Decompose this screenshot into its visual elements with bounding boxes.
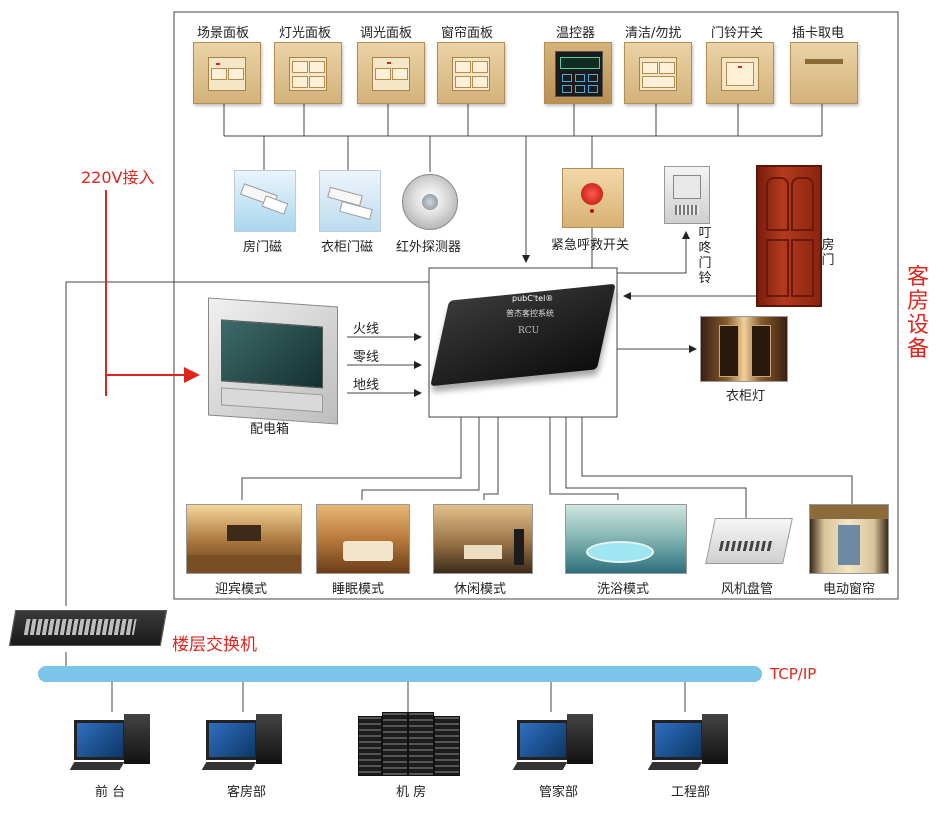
doorbell-icon xyxy=(664,166,710,224)
sleep-mode-label: 睡眠模式 xyxy=(332,582,385,597)
electric-curtain-label: 电动窗帘 xyxy=(823,582,876,597)
power-input-label: 220V接入 xyxy=(81,168,155,187)
floor-switch-label: 楼层交换机 xyxy=(172,635,257,655)
distribution-box-icon xyxy=(208,297,338,425)
wardrobe-magnet-icon xyxy=(319,170,381,232)
doorbell-switch-icon xyxy=(706,42,774,104)
room-door-label: 房门 xyxy=(821,238,835,268)
curtain-panel-icon xyxy=(437,42,505,104)
distribution-box-label: 配电箱 xyxy=(250,422,290,437)
room-equipment-title: 客房 设备 xyxy=(906,265,929,362)
leisure-mode-label: 休闲模式 xyxy=(454,582,507,597)
engineering-label: 工程部 xyxy=(671,785,711,800)
room-frame xyxy=(173,11,899,600)
front-desk-computer-icon xyxy=(69,714,156,776)
butler-label: 管家部 xyxy=(539,785,579,800)
butler-computer-icon xyxy=(512,714,599,776)
card-power-label: 插卡取电 xyxy=(792,26,845,41)
door-magnet-icon xyxy=(234,170,296,232)
emergency-switch-label: 紧急呼救开关 xyxy=(551,238,630,253)
rcu-system-name: 普杰客控系统 xyxy=(506,309,554,318)
sleep-mode-image xyxy=(316,504,410,574)
live-wire-label: 火线 xyxy=(353,322,380,337)
clean-dnd-label: 清洁/勿扰 xyxy=(625,26,682,41)
thermostat-label: 温控器 xyxy=(556,26,596,41)
floor-switch-icon xyxy=(8,610,168,646)
door-magnet-label: 房门磁 xyxy=(243,240,283,255)
ir-detector-icon xyxy=(402,174,458,230)
doorbell-label: 叮咚 门铃 xyxy=(698,226,712,286)
ground-wire-label: 地线 xyxy=(353,378,380,393)
housekeeping-label: 客房部 xyxy=(227,785,267,800)
fan-coil-label: 风机盘管 xyxy=(721,582,774,597)
front-desk-label: 前 台 xyxy=(95,785,126,800)
rcu-controller-icon: pubC'tel® 普杰客控系统 RCU xyxy=(430,282,616,404)
scene-panel-label: 场景面板 xyxy=(197,26,250,41)
card-power-icon xyxy=(790,42,858,104)
ir-detector-label: 红外探测器 xyxy=(396,240,462,255)
leisure-mode-image xyxy=(433,504,533,574)
electric-curtain-image xyxy=(809,504,889,574)
housekeeping-computer-icon xyxy=(201,714,288,776)
room-door-icon xyxy=(756,165,822,307)
light-panel-label: 灯光面板 xyxy=(279,26,332,41)
wardrobe-light-image xyxy=(700,316,788,382)
thermostat-icon xyxy=(544,42,612,104)
scene-panel-icon xyxy=(193,42,261,104)
bath-mode-image xyxy=(565,504,687,574)
server-room-icon xyxy=(358,712,462,778)
light-panel-icon xyxy=(274,42,342,104)
dimmer-panel-label: 调光面板 xyxy=(360,26,413,41)
tcpip-bus xyxy=(38,666,762,682)
dimmer-panel-icon xyxy=(357,42,425,104)
curtain-panel-label: 窗帘面板 xyxy=(441,26,494,41)
tcpip-label: TCP/IP xyxy=(770,665,817,683)
welcome-mode-image xyxy=(186,504,302,574)
neutral-wire-label: 零线 xyxy=(353,350,380,365)
bath-mode-label: 洗浴模式 xyxy=(597,582,650,597)
emergency-switch-icon xyxy=(562,168,624,228)
wardrobe-light-label: 衣柜灯 xyxy=(726,389,766,404)
rcu-brand: pubC'tel® xyxy=(512,294,554,303)
engineering-computer-icon xyxy=(647,714,734,776)
welcome-mode-label: 迎宾模式 xyxy=(215,582,268,597)
clean-dnd-panel-icon xyxy=(624,42,692,104)
wardrobe-magnet-label: 衣柜门磁 xyxy=(321,240,374,255)
server-room-label: 机 房 xyxy=(396,785,427,800)
doorbell-switch-label: 门铃开关 xyxy=(711,26,764,41)
fan-coil-icon xyxy=(705,518,793,564)
rcu-code: RCU xyxy=(518,326,540,336)
